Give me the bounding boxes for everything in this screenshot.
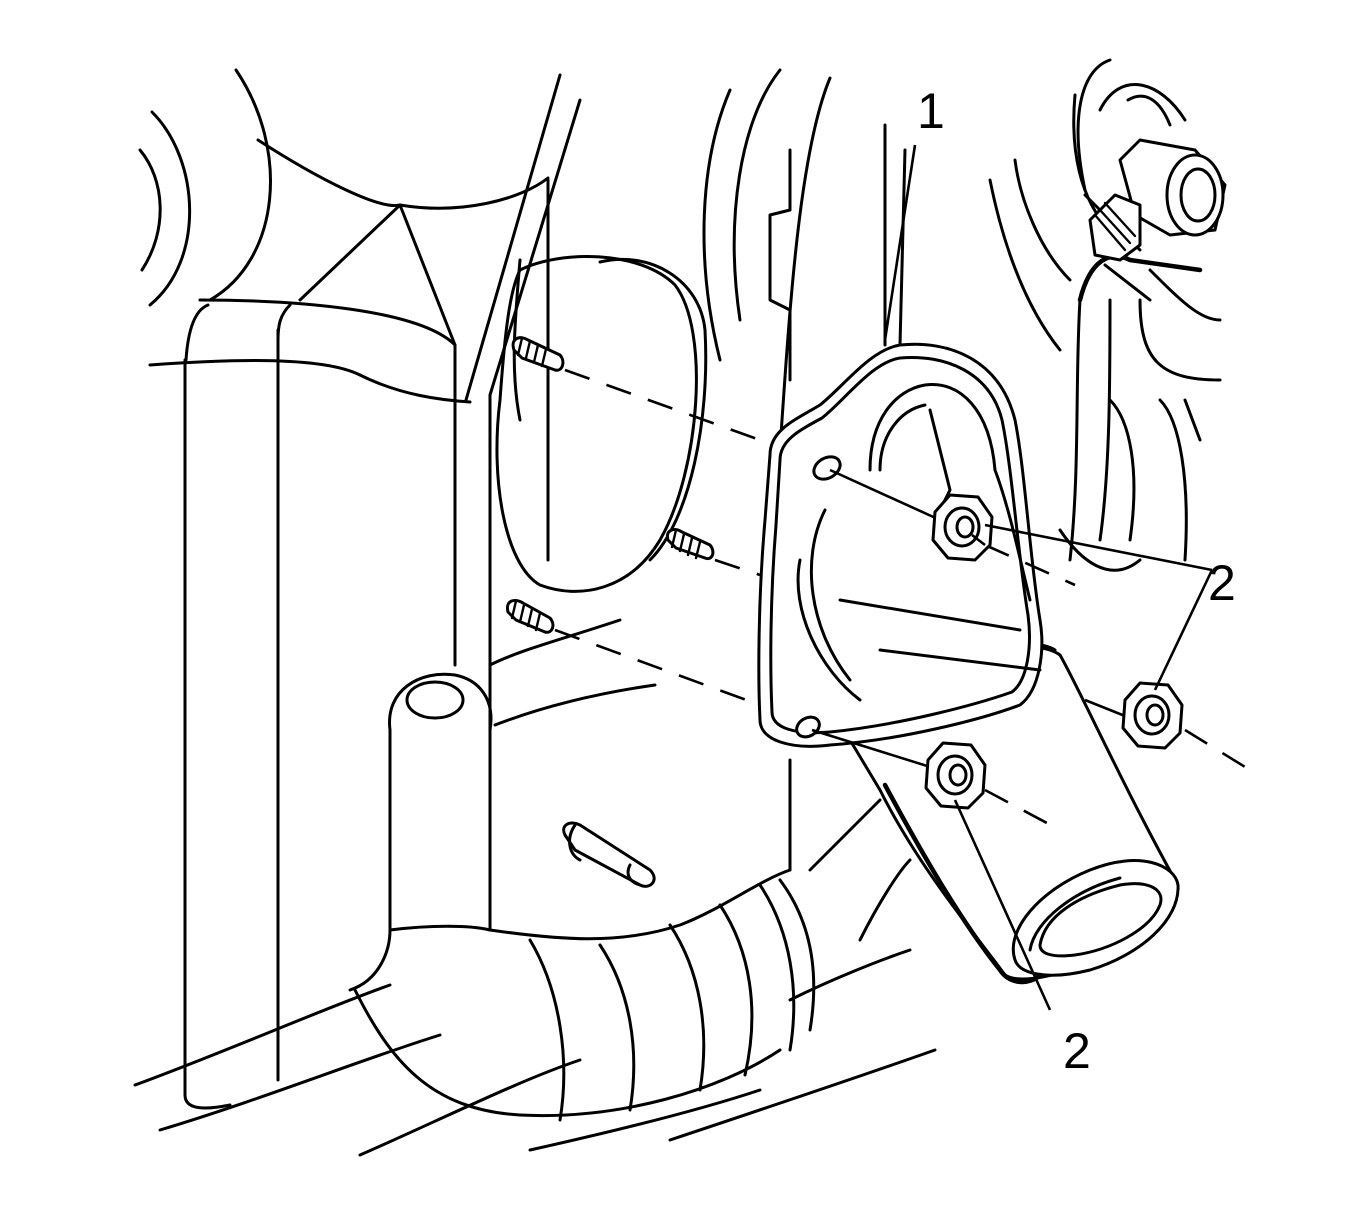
port-ring [495,254,708,593]
callout-2-lower: 2 [1063,1023,1091,1079]
stud-upper [511,336,761,442]
nut-right [1121,681,1184,750]
nut-lower [924,741,987,810]
callout-leaders [883,144,1214,1011]
right-pipes [988,58,1222,572]
stud-lower [505,598,761,707]
flange-pipe-assembly [757,342,1180,985]
center-shield [702,68,907,452]
callout-1: 1 [917,83,945,139]
converter-shell [133,672,937,1157]
left-arcs [138,68,550,347]
nut-upper [931,493,994,562]
banjo-fitting [1088,138,1227,262]
callout-2-upper: 2 [1208,555,1236,611]
lower-bolt [562,821,656,888]
stud-middle [665,528,761,577]
frame-rails [148,73,657,1110]
